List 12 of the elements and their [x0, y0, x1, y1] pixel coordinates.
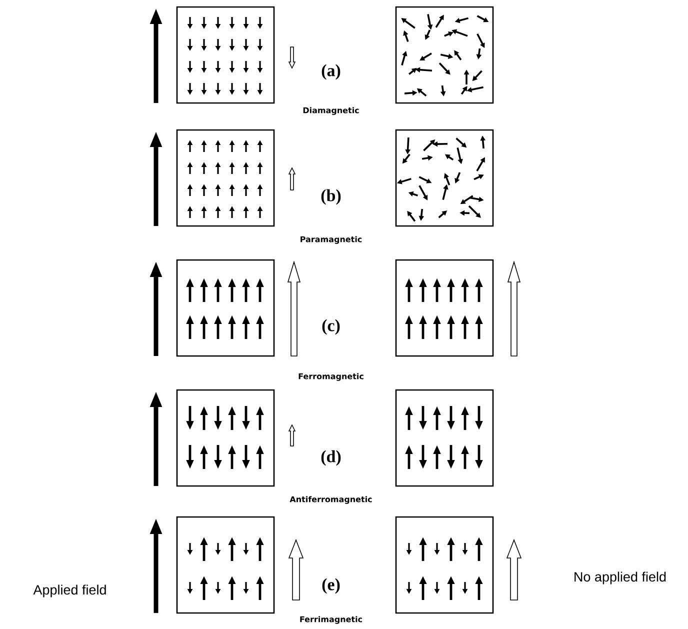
panel-label: (c) [322, 319, 340, 335]
material-name: Diamagnetic [303, 107, 359, 115]
caption-text: No applied field [574, 572, 666, 584]
material-name: Ferrimagnetic [300, 616, 362, 624]
panel-label: (d) [321, 450, 341, 466]
panel-label: (e) [322, 578, 340, 594]
material-name: Antiferromagnetic [290, 496, 372, 504]
panel-label: (b) [321, 189, 341, 205]
material-name: Paramagnetic [300, 236, 362, 244]
caption-text: Applied field [33, 584, 106, 598]
panel-label: (a) [322, 64, 340, 80]
material-name: Ferromagnetic [298, 373, 364, 381]
